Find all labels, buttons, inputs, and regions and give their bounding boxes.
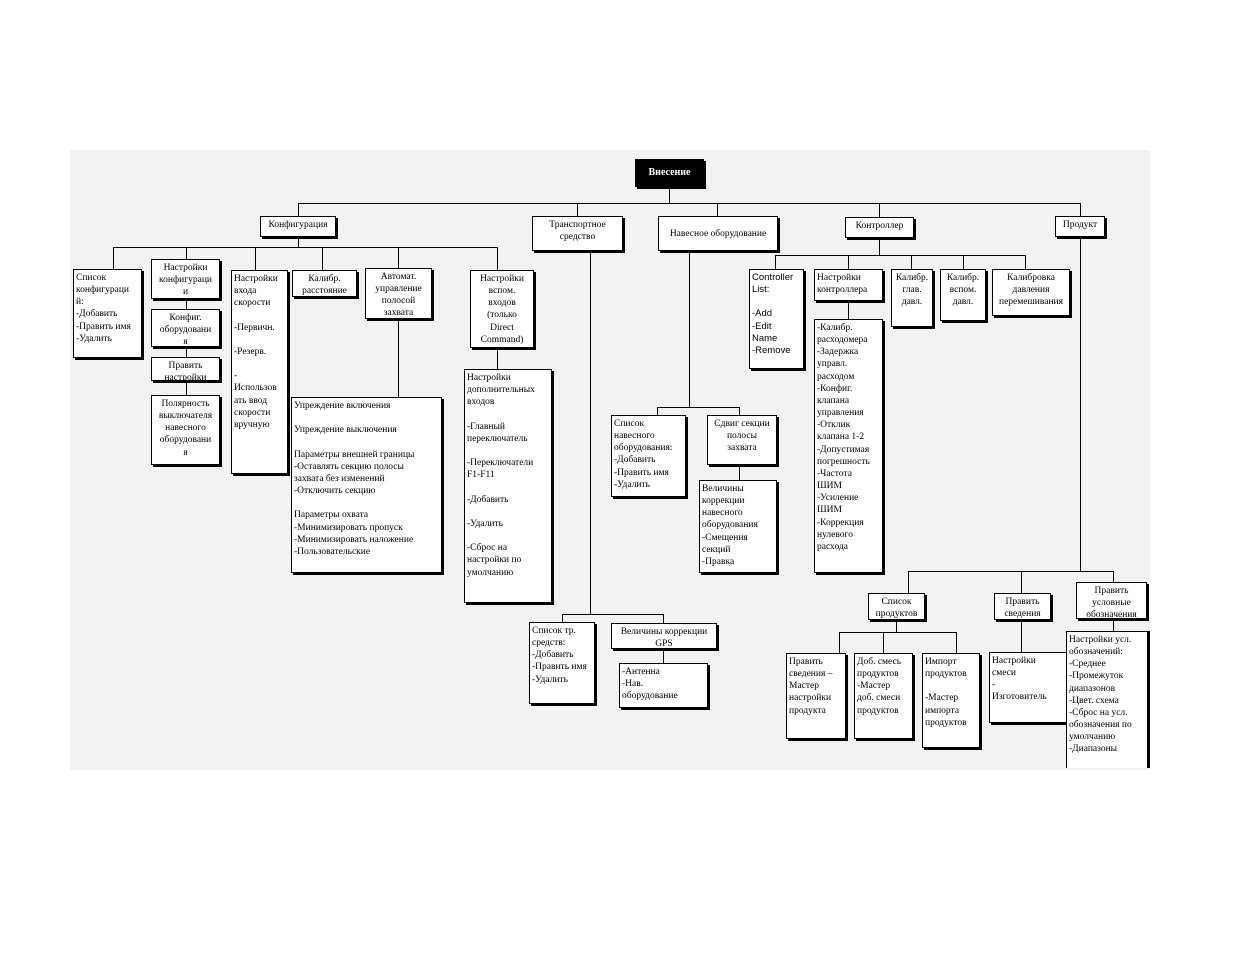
node-konfiguratsiya[interactable]: Конфигурация bbox=[260, 216, 336, 237]
node-nastroyki-usl-oboznacheniy[interactable]: Настройки усл. обозначений: -Среднее -Пр… bbox=[1066, 631, 1148, 768]
connector-line bbox=[322, 247, 323, 270]
node-velichiny-korrektsii-gps[interactable]: Величины коррекции GPS bbox=[611, 623, 717, 649]
node-nastroyki-vhoda-skorosti[interactable]: Настройки входа скорости -Первичн. -Резе… bbox=[231, 270, 288, 474]
node-antenna[interactable]: -Антенна -Нав. оборудование bbox=[619, 663, 708, 708]
connector-line bbox=[848, 255, 849, 269]
node-uprezhdenie[interactable]: Упреждение включения Упреждение выключен… bbox=[291, 397, 442, 573]
connector-line bbox=[775, 255, 1025, 256]
connector-line bbox=[186, 247, 187, 259]
connector-line bbox=[398, 247, 399, 268]
connector-line bbox=[657, 407, 658, 415]
connector-line bbox=[1025, 255, 1026, 269]
connector-line bbox=[186, 299, 187, 309]
connector-line bbox=[497, 247, 498, 270]
connector-line bbox=[113, 247, 114, 269]
connector-line bbox=[657, 407, 739, 408]
connector-line bbox=[663, 614, 664, 623]
connector-line bbox=[911, 255, 912, 269]
node-nastroyki-dop-vhodov[interactable]: Настройки дополнительных входов -Главный… bbox=[464, 369, 552, 603]
connector-line bbox=[879, 238, 880, 255]
connector-line bbox=[1021, 571, 1022, 593]
connector-line bbox=[848, 301, 849, 319]
connector-line bbox=[577, 203, 578, 216]
connector-line bbox=[398, 319, 399, 397]
node-velichiny-korrektsii-nav[interactable]: Величины коррекции навесного оборудовани… bbox=[699, 480, 777, 573]
node-kalibr-glav-davl[interactable]: Калибр. глав. давл. bbox=[891, 269, 933, 327]
connector-line bbox=[1113, 619, 1114, 631]
connector-line bbox=[739, 465, 740, 480]
connector-line bbox=[497, 348, 498, 369]
connector-line bbox=[1080, 237, 1081, 571]
connector-line bbox=[562, 614, 563, 622]
connector-line bbox=[255, 247, 256, 270]
node-produkt[interactable]: Продукт bbox=[1055, 216, 1105, 237]
connector-line bbox=[186, 347, 187, 357]
connector-line bbox=[956, 632, 957, 653]
node-pravit-svedeniya-master[interactable]: Править сведения – Мастер настройки прод… bbox=[786, 653, 846, 739]
node-avtomat-upravlenie[interactable]: Автомат. управление полосой захвата bbox=[365, 268, 432, 319]
connector-line bbox=[739, 407, 740, 415]
node-polyarnost-vyklyuchatelya[interactable]: Полярность выключателя навесного оборудо… bbox=[151, 395, 220, 465]
node-nastroyki-vspom-vhodov[interactable]: Настройки вспом. входов (только Direct C… bbox=[470, 270, 534, 348]
node-nastroyki-kontrollera[interactable]: Настройки контроллера bbox=[814, 269, 883, 301]
connector-line bbox=[879, 203, 880, 217]
connector-line bbox=[1080, 203, 1081, 216]
node-kalibr-rasstoyanie[interactable]: Калибр. расстояние bbox=[292, 270, 357, 297]
node-controller-list[interactable]: Controller List: -Add -Edit Name -Remove bbox=[749, 269, 804, 369]
connector-line bbox=[963, 255, 964, 269]
node-navesnoe-oborudovanie[interactable]: Навесное оборудование bbox=[658, 216, 778, 251]
connector-line bbox=[717, 203, 718, 216]
node-nastroyki-konfiguratsii[interactable]: Настройки конфигураци и bbox=[151, 259, 220, 299]
connector-line bbox=[669, 187, 670, 203]
node-kontroller-parametry[interactable]: -Калибр. расходомера -Задержка управл. р… bbox=[814, 319, 883, 573]
node-kontroller[interactable]: Контроллер bbox=[845, 217, 914, 238]
connector-line bbox=[883, 632, 884, 653]
connector-line bbox=[839, 632, 840, 653]
connector-line bbox=[775, 255, 776, 269]
node-kalibrovka-davleniya[interactable]: Калибровка давления перемешивания bbox=[992, 269, 1070, 316]
node-spisok-navesnogo[interactable]: Список навесного оборудования: -Добавить… bbox=[611, 415, 686, 497]
connector-line bbox=[689, 251, 690, 407]
connector-line bbox=[590, 251, 591, 614]
node-dob-smes-produktov[interactable]: Доб. смесь продуктов -Мастер доб. смеси … bbox=[854, 653, 913, 739]
connector-line bbox=[908, 571, 1113, 572]
node-pravit-nastroyki[interactable]: Править настройки bbox=[151, 357, 220, 381]
connector-line bbox=[896, 620, 897, 632]
node-nastroyki-smesi[interactable]: Настройки смеси - Изготовитель bbox=[989, 652, 1071, 723]
connector-line bbox=[562, 614, 663, 615]
connector-line bbox=[298, 203, 299, 216]
connector-line bbox=[1113, 571, 1114, 582]
connector-line bbox=[113, 247, 497, 248]
node-konfig-oborudovaniya[interactable]: Конфиг. оборудовани я bbox=[151, 309, 220, 347]
connector-line bbox=[186, 381, 187, 395]
node-spisok-produktov[interactable]: Список продуктов bbox=[868, 593, 925, 620]
connector-line bbox=[298, 203, 1080, 204]
node-pravit-uslovnye[interactable]: Править условные обозначения bbox=[1076, 582, 1147, 619]
node-import-produktov[interactable]: Импорт продуктов -Мастер импорта продукт… bbox=[922, 653, 980, 748]
node-spisok-tr-sredstv[interactable]: Список тр. средств: -Добавить -Править и… bbox=[529, 622, 595, 704]
root-node[interactable]: Внесение bbox=[635, 159, 704, 187]
node-transportnoe-sredstvo[interactable]: Транспортное средство bbox=[532, 216, 623, 251]
node-pravit-svedeniya[interactable]: Править сведения bbox=[994, 593, 1051, 620]
node-spisok-konfiguratsiy[interactable]: Список конфигураци й: -Добавить -Править… bbox=[73, 269, 142, 358]
connector-line bbox=[908, 571, 909, 593]
connector-line bbox=[1021, 620, 1022, 652]
node-sdvig-sektsii[interactable]: Сдвиг секции полосы захвата bbox=[707, 415, 777, 465]
connector-line bbox=[298, 237, 299, 247]
connector-line bbox=[663, 649, 664, 663]
connector-line bbox=[839, 632, 956, 633]
node-kalibr-vspom-davl[interactable]: Калибр. вспом. давл. bbox=[940, 269, 986, 321]
